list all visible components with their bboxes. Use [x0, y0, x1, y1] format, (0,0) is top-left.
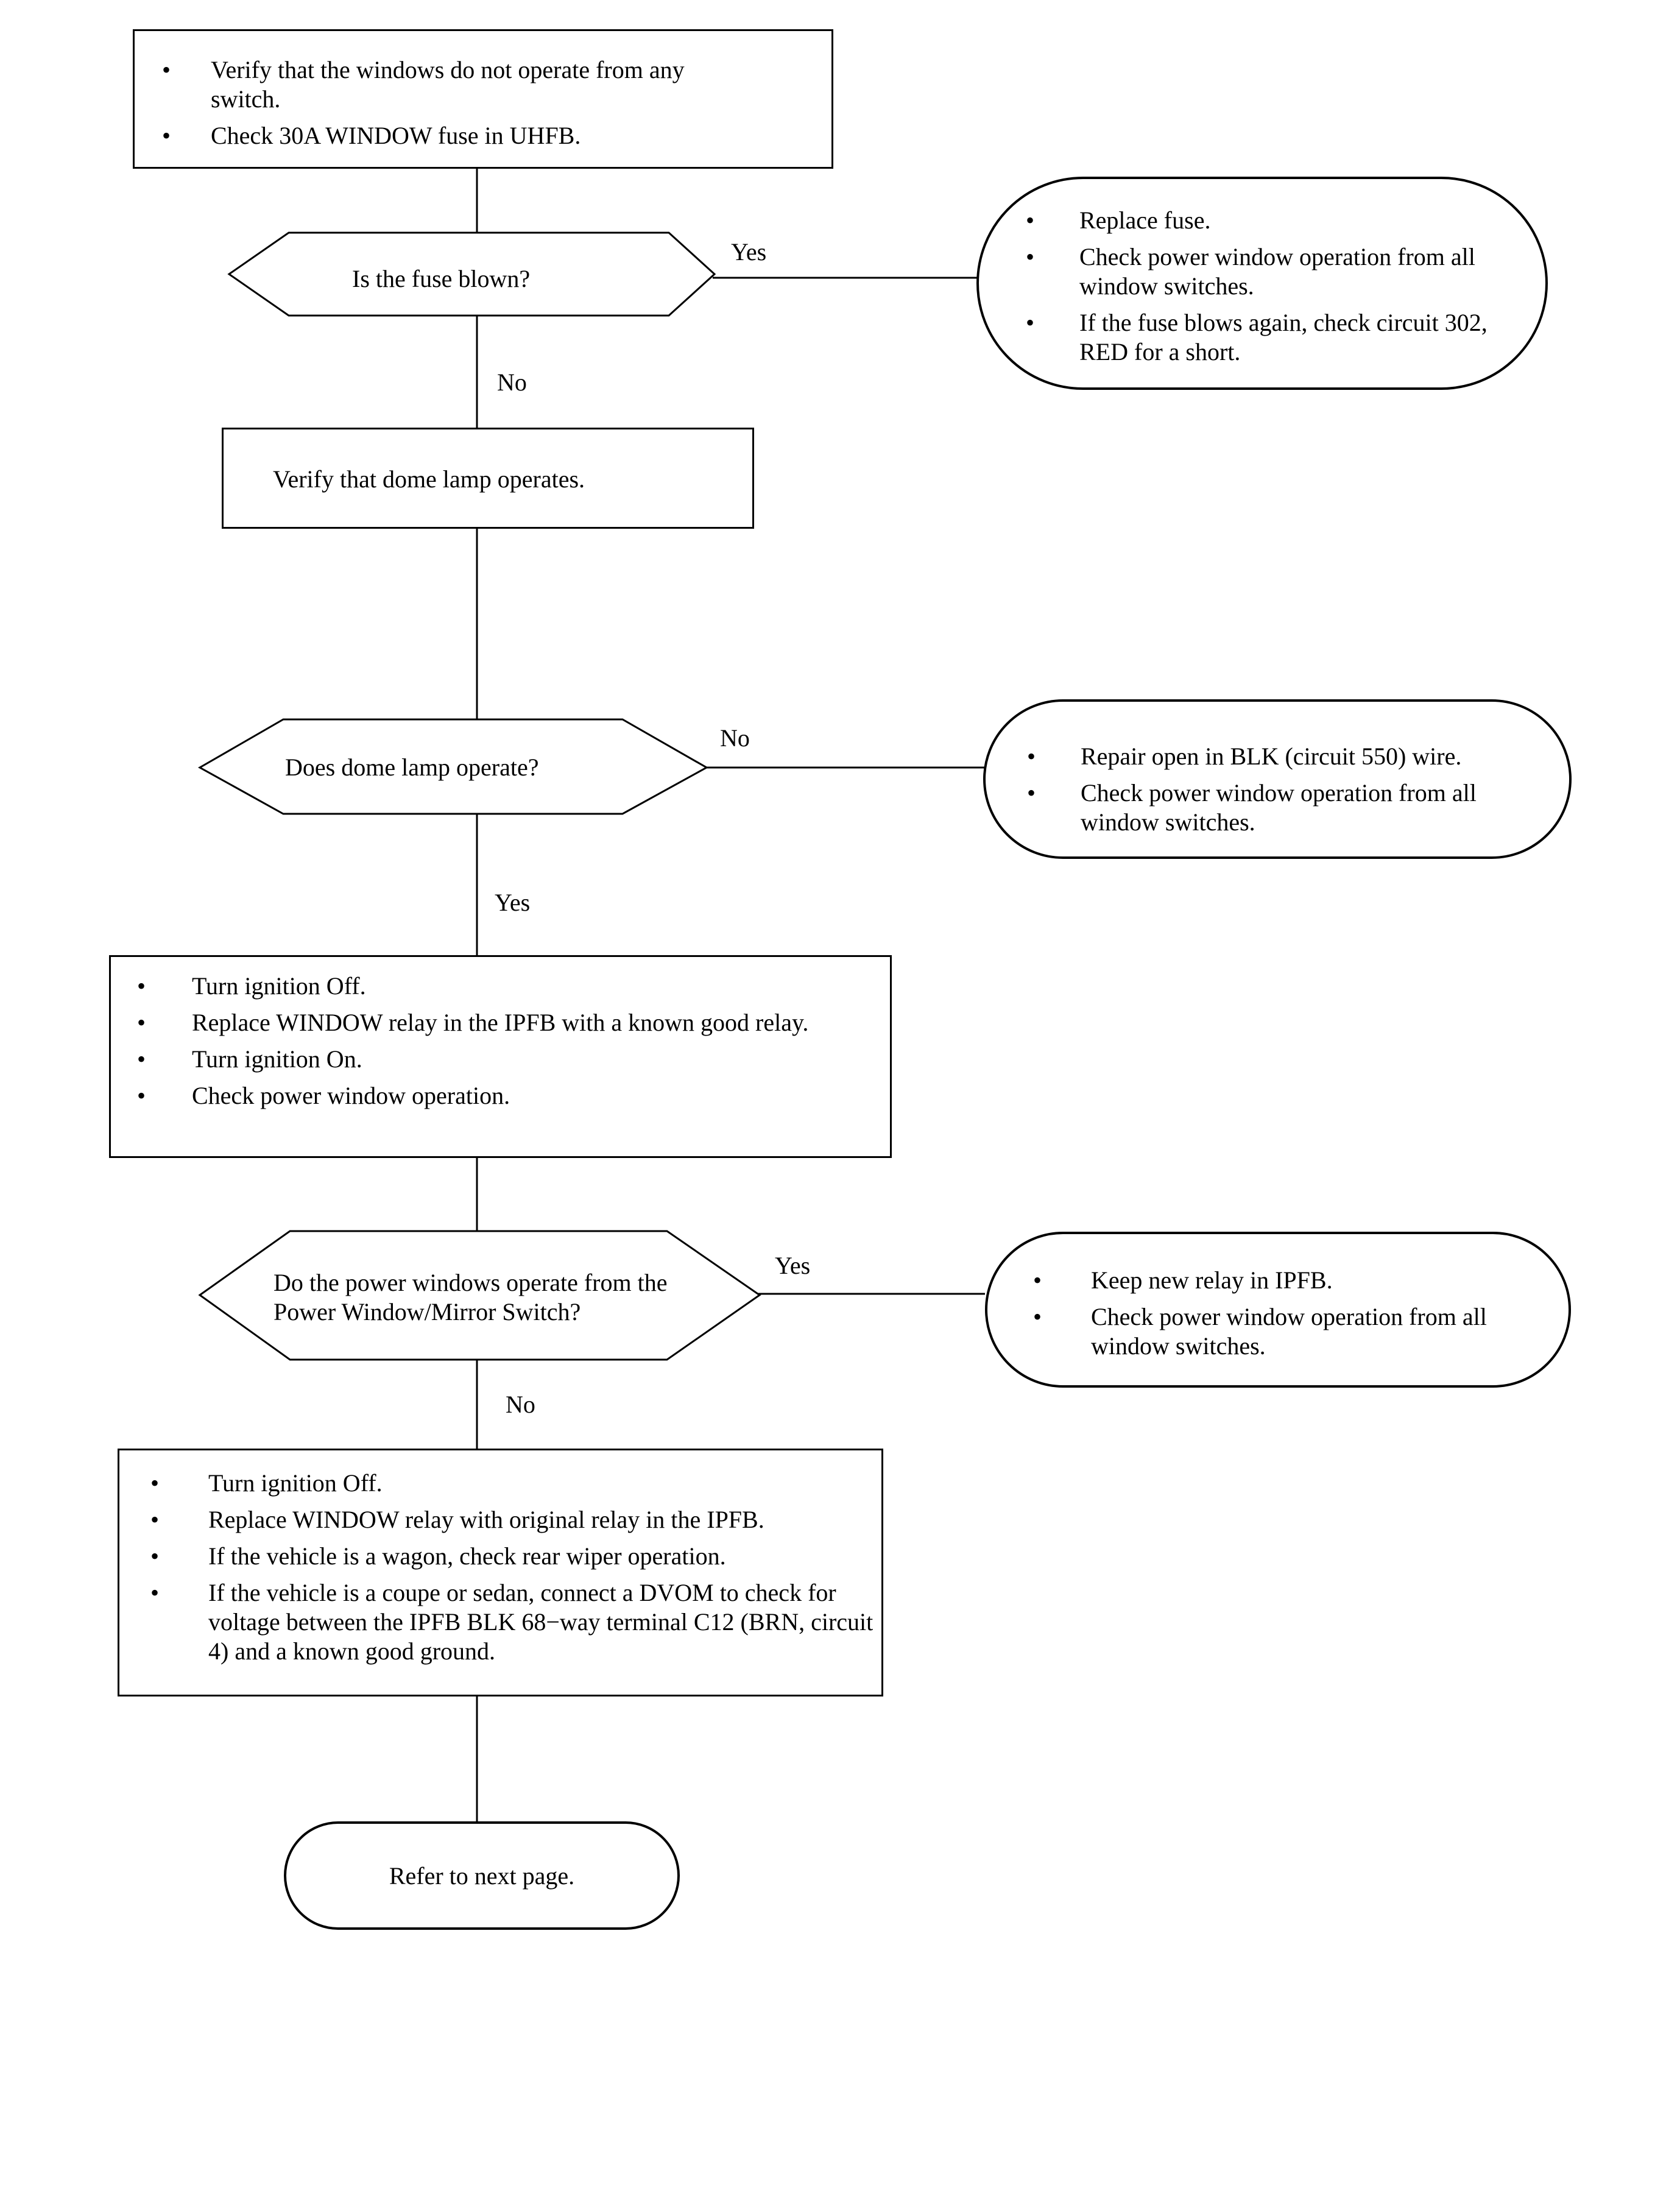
dome-yes-label: Yes — [495, 889, 531, 916]
bullet-icon: • — [1027, 779, 1036, 807]
windows-yes-label: Yes — [775, 1252, 811, 1279]
fuse-result-item-0: • Replace fuse. — [1026, 207, 1211, 234]
bullet-icon: • — [1026, 207, 1035, 234]
dome-verify-box: Verify that dome lamp operates. — [222, 428, 754, 529]
dome-result-terminator: • Repair open in BLK (circuit 550) wire.… — [983, 699, 1572, 859]
bullet-icon: • — [150, 1579, 160, 1606]
end-terminator: Refer to next page. — [284, 1821, 680, 1930]
dome-result-item-1: • Check power window operation from all … — [1027, 779, 1477, 836]
decision-fuse-text: Is the fuse blown? — [352, 265, 531, 292]
bullet-icon: • — [1033, 1303, 1042, 1330]
fuse-yes-label: Yes — [731, 238, 767, 266]
bullet-icon: • — [1026, 309, 1035, 336]
final-check-item-2: • If the vehicle is a wagon, check rear … — [150, 1542, 726, 1570]
decision-windows-shape — [198, 1230, 761, 1361]
windows-no-label: No — [506, 1391, 535, 1418]
start-step-item-0: • Verify that the windows do not operate… — [162, 56, 685, 113]
dome-result-item-0: • Repair open in BLK (circuit 550) wire. — [1027, 743, 1462, 770]
final-check-item-3: • If the vehicle is a coupe or sedan, co… — [150, 1579, 874, 1665]
decision-fuse-shape — [227, 231, 716, 317]
final-check-box: • Turn ignition Off. • Replace WINDOW re… — [118, 1449, 883, 1696]
relay-test-item-0: • Turn ignition Off. — [137, 972, 366, 1000]
bullet-icon: • — [150, 1469, 160, 1497]
bullet-icon: • — [1033, 1266, 1042, 1294]
bullet-icon: • — [137, 1082, 146, 1109]
fuse-result-item-1: • Check power window operation from all … — [1026, 243, 1475, 300]
fuse-no-label: No — [497, 369, 527, 396]
bullet-icon: • — [1026, 243, 1035, 270]
final-check-item-1: • Replace WINDOW relay with original rel… — [150, 1506, 764, 1533]
decision-dome-text: Does dome lamp operate? — [285, 754, 539, 781]
bullet-icon: • — [137, 1045, 146, 1073]
bullet-icon: • — [162, 122, 171, 149]
relay-test-box: • Turn ignition Off. • Replace WINDOW re… — [109, 955, 892, 1158]
bullet-icon: • — [137, 972, 146, 1000]
relay-test-item-1: • Replace WINDOW relay in the IPFB with … — [137, 1009, 809, 1036]
final-check-item-0: • Turn ignition Off. — [150, 1469, 383, 1497]
decision-windows-text: Do the power windows operate from the Po… — [274, 1269, 668, 1326]
relay-test-item-2: • Turn ignition On. — [137, 1045, 362, 1073]
bullet-icon: • — [1027, 743, 1036, 770]
fuse-result-item-2: • If the fuse blows again, check circuit… — [1026, 309, 1488, 365]
decision-dome-shape — [197, 718, 709, 815]
windows-result-item-0: • Keep new relay in IPFB. — [1033, 1266, 1333, 1294]
dome-no-label: No — [720, 724, 750, 752]
windows-result-item-1: • Check power window operation from all … — [1033, 1303, 1487, 1360]
relay-test-item-3: • Check power window operation. — [137, 1082, 510, 1109]
start-step-box: • Verify that the windows do not operate… — [133, 29, 833, 169]
fuse-result-terminator: • Replace fuse. • Check power window ope… — [976, 177, 1548, 390]
bullet-icon: • — [162, 56, 171, 83]
bullet-icon: • — [137, 1009, 146, 1036]
windows-result-terminator: • Keep new relay in IPFB. • Check power … — [985, 1232, 1571, 1388]
bullet-icon: • — [150, 1542, 160, 1570]
bullet-icon: • — [150, 1506, 160, 1533]
start-step-item-1: • Check 30A WINDOW fuse in UHFB. — [162, 122, 581, 149]
